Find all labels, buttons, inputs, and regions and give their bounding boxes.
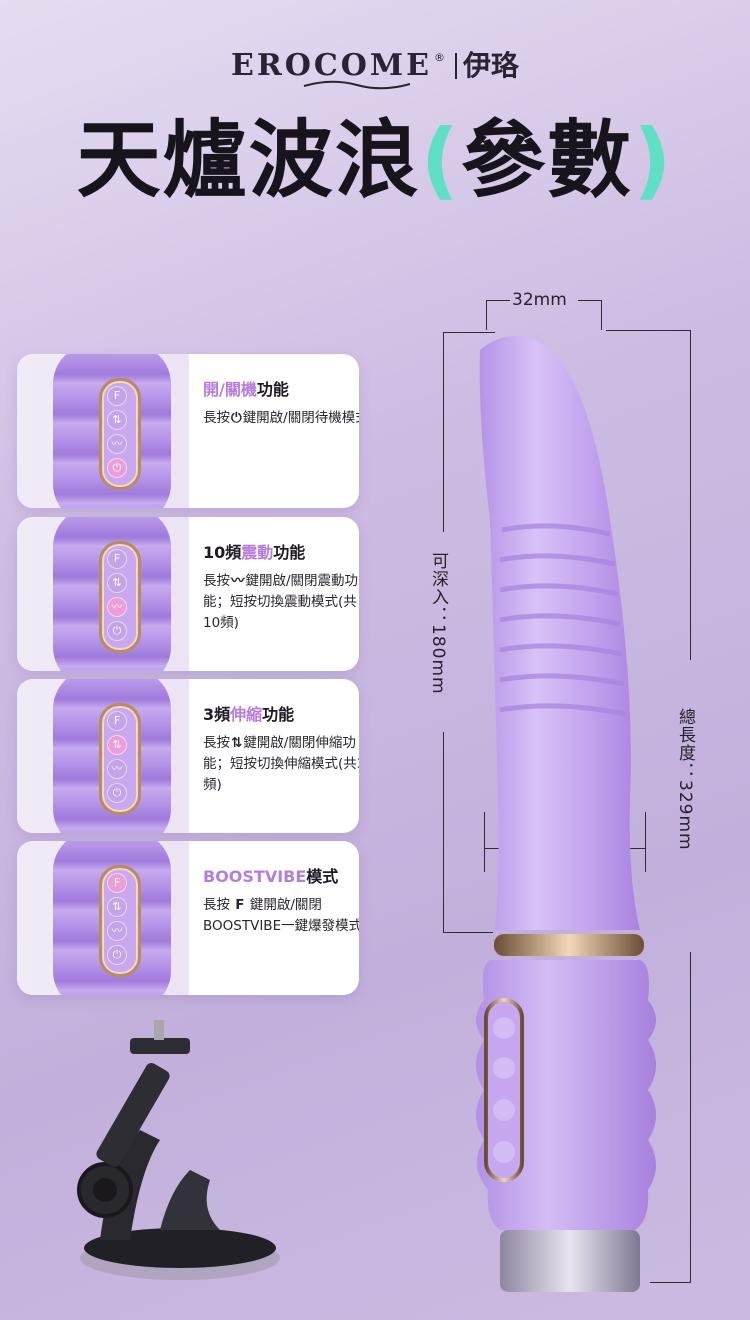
f-key-icon: F	[235, 897, 245, 913]
feature-highlight: BOOSTVIBE	[203, 867, 307, 886]
title-paren-text: 參數	[461, 111, 634, 209]
brand-logo: EROCOME® 伊珞	[0, 44, 750, 88]
dim-tip-left-tick	[486, 300, 487, 330]
dim-total-line-top	[690, 330, 691, 660]
power-button-icon: ⏻	[107, 621, 127, 641]
dim-depth-bottom-tick	[443, 932, 493, 933]
dim-body-left-tick	[484, 812, 485, 872]
dim-insert-depth: 可深入：180mm	[428, 552, 448, 695]
feature-highlight: 開/關機	[203, 380, 257, 399]
feature-prefix: 3頻	[203, 705, 231, 724]
feature-description: 長按〰鍵開啟/關閉震動功能；短按切換震動模式(共10頻)	[203, 571, 359, 634]
brand-swoosh-icon	[303, 80, 411, 90]
feature-description: 長按⏻鍵開啟/關閉待機模式	[203, 408, 359, 429]
feature-card-thrust: F ⇅ 〰 ⏻ 3頻伸縮功能 長按⇅鍵開啟/關閉伸縮功能；短按切換伸縮模式(共3…	[17, 679, 359, 833]
feature-suffix: 功能	[256, 380, 289, 399]
dim-depth-top-tick	[443, 332, 495, 333]
feature-description: 長按⇅鍵開啟/關閉伸縮功能；短按切換伸縮模式(共3頻)	[203, 733, 359, 796]
product-image	[476, 336, 656, 1292]
power-button-icon: ⏻	[107, 945, 127, 965]
dim-total-line-bottom	[690, 952, 691, 1282]
updown-button-icon: ⇅	[107, 735, 127, 755]
dim-total-top-tick	[606, 330, 690, 331]
feature-card-power: F ⇅ 〰 ⏻ 開/關機功能 長按⏻鍵開啟/關閉待機模式	[17, 354, 359, 508]
f-button-icon: F	[107, 711, 127, 731]
desc-pre: 長按	[203, 897, 230, 913]
wave-button-icon: 〰	[107, 921, 127, 941]
power-icon: ⏻	[231, 410, 242, 426]
title-main: 天爐波浪	[76, 111, 421, 209]
updown-button-icon: ⇅	[107, 410, 127, 430]
feature-heading: 10頻震動功能	[203, 539, 305, 563]
dim-tip-left-rule	[486, 300, 510, 301]
feature-prefix: 10頻	[203, 543, 242, 562]
feature-highlight: 伸縮	[230, 705, 263, 724]
desc-post: 鍵開啟/關閉BOOSTVIBE一鍵爆發模式	[203, 897, 359, 934]
desc-pre: 長按	[203, 573, 230, 589]
page-title: 天爐波浪(參數)	[0, 112, 750, 208]
power-button-icon: ⏻	[107, 783, 127, 803]
feature-description: 長按 F 鍵開啟/關閉BOOSTVIBE一鍵爆發模式	[203, 895, 359, 937]
card-divider	[188, 517, 189, 671]
brand-name-en: EROCOME	[230, 48, 432, 83]
updown-icon: ⇅	[231, 735, 243, 751]
f-button-icon: F	[107, 549, 127, 569]
wave-button-icon: 〰	[107, 759, 127, 779]
title-paren-close: )	[633, 111, 674, 209]
dim-total-bottom-tick	[650, 1282, 691, 1283]
brand-separator	[455, 53, 457, 79]
dim-depth-line-top	[443, 332, 444, 532]
desc-pre: 長按	[203, 735, 230, 751]
f-button-icon: F	[107, 873, 127, 893]
desc-post: 鍵開啟/關閉震動功能；短按切換震動模式(共10頻)	[203, 573, 359, 631]
feature-card-boostvibe: F ⇅ 〰 ⏻ BOOSTVIBE模式 長按 F 鍵開啟/關閉BOOSTVIBE…	[17, 841, 359, 995]
updown-button-icon: ⇅	[107, 573, 127, 593]
product-closeup-image: F ⇅ 〰 ⏻	[17, 841, 189, 995]
title-paren-open: (	[420, 111, 461, 209]
updown-button-icon: ⇅	[107, 897, 127, 917]
feature-suffix: 功能	[262, 705, 295, 724]
feature-highlight: 震動	[241, 543, 274, 562]
dim-tip-width: 32mm	[512, 290, 567, 310]
feature-suffix: 功能	[273, 543, 306, 562]
wave-button-icon: 〰	[107, 597, 127, 617]
desc-post: 鍵開啟/關閉伸縮功能；短按切換伸縮模式(共3頻)	[203, 735, 359, 793]
feature-heading: 3頻伸縮功能	[203, 701, 294, 725]
desc-pre: 長按	[203, 410, 230, 426]
wave-icon: 〰	[231, 573, 245, 589]
dim-total-length: 總長度：329mm	[675, 708, 695, 851]
f-button-icon: F	[107, 386, 127, 406]
feature-card-vibration: F ⇅ 〰 ⏻ 10頻震動功能 長按〰鍵開啟/關閉震動功能；短按切換震動模式(共…	[17, 517, 359, 671]
card-divider	[188, 841, 189, 995]
product-closeup-image: F ⇅ 〰 ⏻	[17, 354, 189, 508]
wave-button-icon: 〰	[107, 434, 127, 454]
product-closeup-image: F ⇅ 〰 ⏻	[17, 517, 189, 671]
desc-post: 鍵開啟/關閉待機模式	[242, 410, 359, 426]
feature-heading: 開/關機功能	[203, 376, 289, 400]
dim-body-right-tick	[645, 812, 646, 872]
brand-name-cn: 伊珞	[463, 49, 520, 82]
dim-depth-line-bottom	[443, 732, 444, 932]
product-closeup-image: F ⇅ 〰 ⏻	[17, 679, 189, 833]
registered-mark: ®	[434, 51, 445, 64]
power-button-icon: ⏻	[107, 458, 127, 478]
dim-tip-right-rule	[578, 300, 602, 301]
feature-suffix: 模式	[306, 867, 339, 886]
dim-tip-right-tick	[601, 300, 602, 330]
card-divider	[188, 679, 189, 833]
feature-heading: BOOSTVIBE模式	[203, 863, 338, 887]
card-divider	[188, 354, 189, 508]
suction-mount-image	[77, 1020, 280, 1280]
